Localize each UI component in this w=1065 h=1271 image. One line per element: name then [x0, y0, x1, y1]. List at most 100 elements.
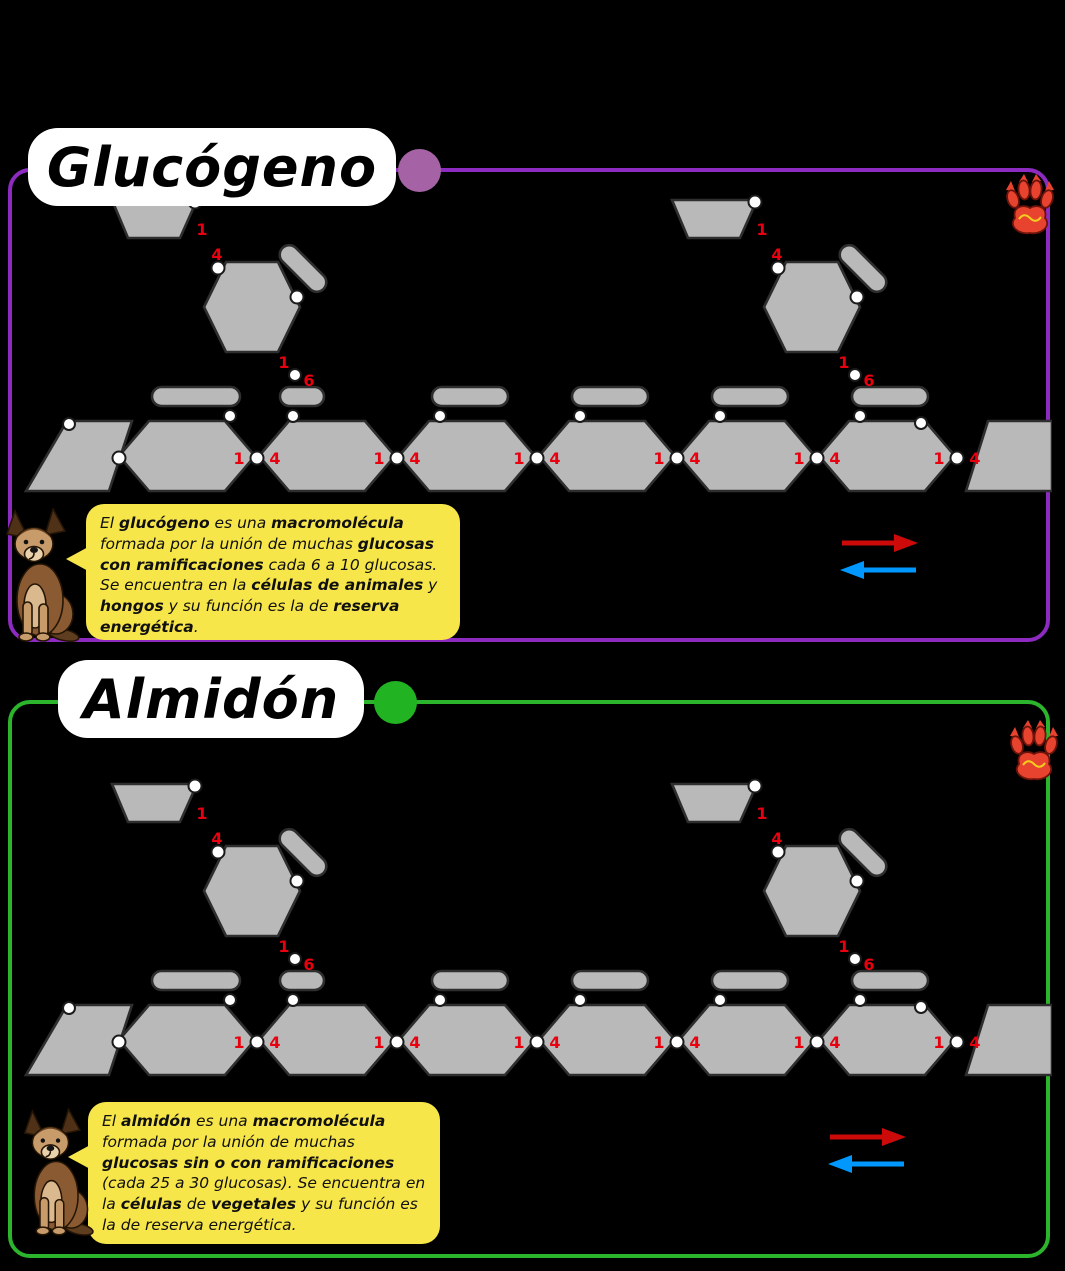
almidon-title: Almidón — [82, 667, 340, 731]
backward-arrowhead-icon — [828, 1155, 852, 1173]
oxygen-atom — [949, 1034, 965, 1050]
forward-arrowhead-icon — [882, 1128, 906, 1146]
almidon-title-box: Almidón — [58, 660, 364, 738]
oxygen-atom — [848, 952, 862, 966]
almidon-description-bubble: El almidón es una macromolécula formada … — [68, 1102, 440, 1244]
bond-number: 1 — [933, 449, 944, 468]
bond-number: 1 — [196, 804, 207, 823]
ch2oh-group — [850, 385, 930, 408]
ch2oh-group — [278, 969, 326, 992]
oxygen-atom — [249, 1034, 265, 1050]
oxygen-atom — [289, 873, 305, 889]
bond-number: 1 — [373, 1033, 384, 1052]
ch2oh-group — [150, 969, 242, 992]
oxygen-atom — [187, 778, 203, 794]
bond-number: 4 — [409, 449, 420, 468]
oxygen-atom — [747, 194, 763, 210]
oxygen-atom — [288, 952, 302, 966]
oxygen-atom — [288, 368, 302, 382]
glucose-unit-partial — [110, 782, 200, 824]
direction-arrows — [840, 534, 918, 579]
bond-number: 4 — [269, 1033, 280, 1052]
forward-arrowhead-icon — [894, 534, 918, 552]
paw-logo-icon — [1003, 173, 1057, 235]
bond-number: 1 — [513, 1033, 524, 1052]
glucose-unit-partial — [23, 1003, 134, 1077]
oxygen-atom — [713, 409, 727, 423]
bond-number: 1 — [233, 1033, 244, 1052]
oxygen-atom — [949, 450, 965, 466]
oxygen-atom — [809, 450, 825, 466]
bond-number: 4 — [211, 245, 222, 264]
bond-number: 1 — [278, 353, 289, 372]
ch2oh-group — [570, 385, 650, 408]
oxygen-atom — [529, 450, 545, 466]
bond-number: 4 — [771, 245, 782, 264]
ch2oh-group — [570, 969, 650, 992]
oxygen-atom — [853, 993, 867, 1007]
oxygen-atom — [914, 416, 928, 430]
oxygen-atom — [223, 409, 237, 423]
bond-number: 1 — [653, 449, 664, 468]
oxygen-atom — [853, 409, 867, 423]
dog-mascot — [6, 508, 81, 642]
paw-logo-icon — [1007, 719, 1061, 781]
bond-number: 4 — [969, 449, 980, 468]
oxygen-atom — [770, 260, 786, 276]
oxygen-atom — [747, 778, 763, 794]
oxygen-atom — [286, 993, 300, 1007]
glucogeno-description-bubble: El glucógeno es una macromolécula formad… — [66, 504, 460, 640]
bond-number: 4 — [409, 1033, 420, 1052]
bond-number: 1 — [756, 220, 767, 239]
oxygen-atom — [573, 993, 587, 1007]
bond-number: 1 — [838, 353, 849, 372]
glucose-unit-partial — [964, 419, 1052, 493]
oxygen-atom — [433, 409, 447, 423]
oxygen-atom — [573, 409, 587, 423]
backward-arrowhead-icon — [840, 561, 864, 579]
bond-number: 6 — [303, 955, 314, 974]
oxygen-atom — [249, 450, 265, 466]
dog-mascot — [23, 1108, 95, 1236]
bond-number: 1 — [756, 804, 767, 823]
glucose-unit-partial — [23, 419, 134, 493]
glucose-unit — [762, 260, 862, 354]
ch2oh-group — [430, 969, 510, 992]
glucogeno-title-dot — [398, 149, 441, 192]
direction-arrows — [828, 1128, 906, 1173]
oxygen-atom — [111, 1034, 127, 1050]
oxygen-atom — [210, 844, 226, 860]
ch2oh-group — [710, 969, 790, 992]
ch2oh-group — [150, 385, 242, 408]
bond-number: 1 — [793, 449, 804, 468]
glucogeno-title: Glucógeno — [46, 135, 378, 199]
oxygen-atom — [62, 1001, 76, 1015]
bond-number: 4 — [829, 1033, 840, 1052]
ch2oh-group — [838, 243, 888, 294]
glucose-unit-partial — [670, 782, 760, 824]
oxygen-atom — [289, 289, 305, 305]
oxygen-atom — [62, 417, 76, 431]
glucogeno-description-text: El glucógeno es una macromolécula formad… — [100, 514, 438, 636]
ch2oh-group — [838, 827, 888, 878]
oxygen-atom — [433, 993, 447, 1007]
oxygen-atom — [389, 450, 405, 466]
oxygen-atom — [914, 1000, 928, 1014]
glucogeno-panel — [8, 168, 1050, 642]
ch2oh-group — [710, 385, 790, 408]
bond-number: 4 — [269, 449, 280, 468]
bond-number: 4 — [689, 1033, 700, 1052]
bond-number: 1 — [373, 449, 384, 468]
ch2oh-group — [278, 385, 326, 408]
oxygen-atom — [848, 368, 862, 382]
glucose-unit — [202, 844, 302, 938]
bond-number: 6 — [303, 371, 314, 390]
almidon-panel — [8, 700, 1050, 1258]
bond-number: 4 — [689, 449, 700, 468]
oxygen-atom — [111, 450, 127, 466]
glucose-unit — [202, 260, 302, 354]
glucose-unit — [762, 844, 862, 938]
glucose-unit-partial — [964, 1003, 1052, 1077]
